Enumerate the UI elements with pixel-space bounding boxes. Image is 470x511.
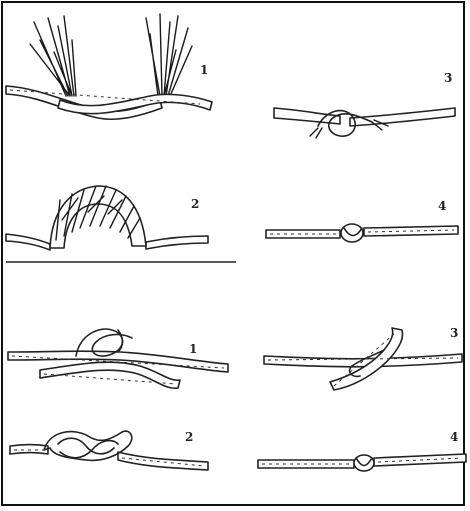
top-step-3-number: 3	[444, 72, 452, 84]
right-rope	[350, 108, 455, 126]
bottom-step-1-drawing	[8, 329, 228, 388]
top-step-1-drawing	[6, 14, 212, 119]
lower-rope	[40, 362, 180, 388]
knot	[354, 455, 374, 471]
right-rope	[118, 452, 208, 470]
left-rope	[6, 234, 50, 250]
top-step-3-drawing	[274, 108, 455, 138]
top-step-1-number: 1	[200, 64, 208, 76]
bottom-step-3-number: 3	[450, 327, 458, 339]
bottom-step-4-drawing	[258, 454, 466, 471]
top-step-2-drawing	[6, 186, 208, 250]
bottom-step-2-number: 2	[185, 431, 193, 443]
left-fray-strands	[30, 16, 76, 96]
bottom-step-3-drawing	[264, 328, 462, 390]
bottom-step-2-drawing	[10, 431, 208, 470]
bottom-step-1-number: 1	[189, 343, 197, 355]
knot	[341, 224, 363, 242]
bottom-step-4-number: 4	[450, 431, 458, 443]
top-step-4-number: 4	[438, 200, 446, 212]
top-step-4-drawing	[266, 224, 458, 242]
right-rope	[146, 236, 208, 249]
top-step-2-number: 2	[191, 198, 199, 210]
left-rope	[10, 445, 48, 455]
right-fray-strands	[146, 14, 192, 96]
